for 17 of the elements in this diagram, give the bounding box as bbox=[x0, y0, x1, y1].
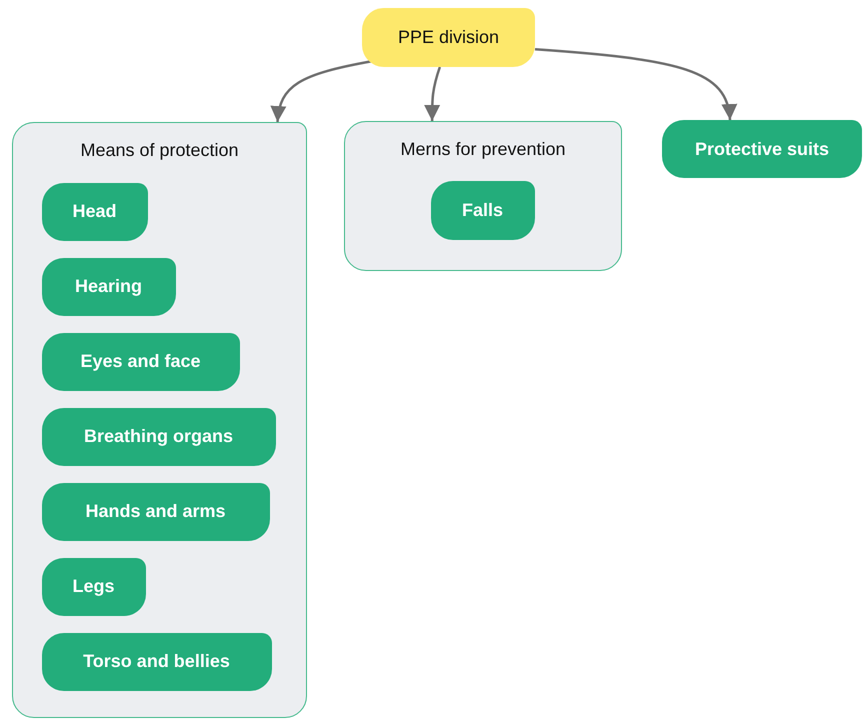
group-panel bbox=[12, 122, 307, 718]
category-pill: Torso and bellies bbox=[42, 632, 272, 690]
category-pill: Protective suits bbox=[662, 120, 862, 178]
group-heading: Means of protection bbox=[80, 140, 239, 161]
category-pill: Falls bbox=[430, 180, 534, 240]
category-pill: Head bbox=[42, 182, 148, 240]
arrow bbox=[534, 48, 736, 120]
category-pill: Legs bbox=[42, 558, 146, 616]
arrow bbox=[271, 60, 373, 122]
arrow bbox=[424, 66, 442, 121]
category-pill: Hearing bbox=[42, 258, 176, 316]
group-heading: Merns for prevention bbox=[400, 139, 566, 160]
category-pill: Eyes and face bbox=[42, 332, 240, 390]
root-node: PPE division bbox=[362, 8, 535, 67]
group-panel bbox=[344, 121, 622, 271]
category-pill: Breathing organs bbox=[42, 408, 276, 466]
category-pill: Hands and arms bbox=[42, 482, 270, 540]
